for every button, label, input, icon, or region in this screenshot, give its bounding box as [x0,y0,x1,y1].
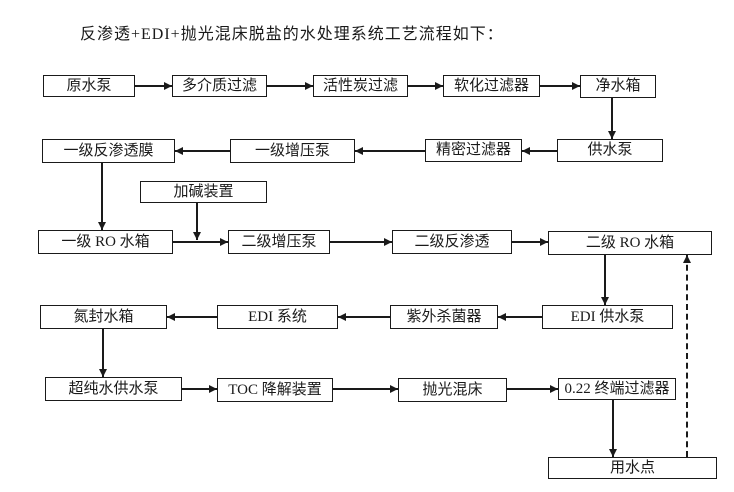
arrowhead-rotank2-to-edipump [601,297,609,305]
flow-node-stage2-booster-pump: 二级增压泵 [228,230,330,254]
arrowhead-rotank1-to-booster2 [220,238,228,246]
arrowhead-supplypump-to-precision [522,147,530,155]
arrowhead-precision-to-booster1 [355,147,363,155]
flow-node-uv-sterilizer: 紫外杀菌器 [390,305,498,329]
arrowhead-ro2-to-rotank2 [540,238,548,246]
flow-line-edisystem-to-nitrogen [167,316,217,318]
arrowhead-softening-to-cleantank [572,82,580,90]
flow-line-alkali-to-feedline [196,203,198,240]
flow-line-ro2-to-rotank2 [512,241,548,243]
flow-node-activated-carbon-filter: 活性炭过滤 [313,75,408,97]
flow-node-toc-degradation-unit: TOC 降解装置 [217,378,333,402]
flow-node-stage1-ro-tank: 一级 RO 水箱 [38,230,173,254]
flow-node-stage2-ro: 二级反渗透 [392,230,512,254]
flow-line-membrane1-to-rotank1 [101,163,103,230]
flow-node-softening-filter: 软化过滤器 [443,75,540,97]
flow-line-terminal-to-usepoint [612,400,614,457]
flow-line-polishing-to-terminal [507,388,558,390]
arrowhead-alkali-to-feedline [193,232,201,240]
flow-line-precision-to-booster1 [355,150,425,152]
arrowhead-booster2-to-ro2 [384,238,392,246]
flow-node-multi-media-filter: 多介质过滤 [172,75,267,97]
flow-node-nitrogen-sealed-tank: 氮封水箱 [40,305,167,329]
flow-node-polishing-mixed-bed: 抛光混床 [398,378,507,402]
flow-line-cleantank-to-supplypump [611,98,613,139]
flow-node-alkali-dosing-unit: 加碱装置 [140,181,267,203]
arrowhead-multimedia-to-carbon [305,82,313,90]
flow-node-raw-water-pump: 原水泵 [43,75,135,97]
flow-node-edi-system: EDI 系统 [217,305,338,329]
flow-node-ultrapure-supply-pump: 超纯水供水泵 [45,377,182,401]
diagram-title: 反渗透+EDI+抛光混床脱盐的水处理系统工艺流程如下： [80,26,504,43]
flow-line-booster1-to-membrane1 [175,150,230,152]
flow-line-usepoint-recycle-to-rotank2 [686,255,688,457]
flow-line-supplypump-to-precision [522,150,557,152]
flow-node-terminal-filter: 0.22 终端过滤器 [558,378,676,400]
flow-line-raw-to-multimedia [135,85,172,87]
flow-node-stage2-ro-tank: 二级 RO 水箱 [548,231,712,255]
flow-node-clean-water-tank: 净水箱 [580,75,656,98]
flow-node-stage1-booster-pump: 一级增压泵 [230,139,355,163]
arrowhead-raw-to-multimedia [164,82,172,90]
flow-line-ultrapure-to-toc [182,388,217,390]
arrowhead-ultrapure-to-toc [209,385,217,393]
flow-line-multimedia-to-carbon [267,85,313,87]
flow-line-rotank2-to-edipump [604,255,606,305]
arrowhead-edipump-to-uv [498,313,506,321]
flow-line-softening-to-cleantank [540,85,580,87]
flow-node-water-supply-pump: 供水泵 [557,139,663,162]
arrowhead-nitrogen-to-ultrapure [99,369,107,377]
arrowhead-cleantank-to-supplypump [608,131,616,139]
flow-line-rotank1-to-booster2 [173,241,228,243]
arrowhead-carbon-to-softening [435,82,443,90]
arrowhead-toc-to-polishing [390,385,398,393]
flow-node-edi-supply-pump: EDI 供水泵 [542,305,673,329]
arrowhead-edisystem-to-nitrogen [167,313,175,321]
flow-line-toc-to-polishing [333,388,398,390]
flow-node-precision-filter: 精密过滤器 [425,139,522,162]
arrowhead-polishing-to-terminal [550,385,558,393]
flow-node-water-use-point: 用水点 [548,457,717,479]
arrowhead-membrane1-to-rotank1 [98,222,106,230]
flow-line-edipump-to-uv [498,316,542,318]
arrowhead-booster1-to-membrane1 [175,147,183,155]
flow-line-uv-to-edisystem [338,316,390,318]
arrowhead-terminal-to-usepoint [609,449,617,457]
arrowhead-usepoint-recycle-to-rotank2 [683,255,691,263]
flow-line-carbon-to-softening [408,85,443,87]
flow-node-stage1-ro-membrane: 一级反渗透膜 [42,139,175,163]
flow-line-nitrogen-to-ultrapure [102,329,104,377]
arrowhead-uv-to-edisystem [338,313,346,321]
flow-line-booster2-to-ro2 [330,241,392,243]
